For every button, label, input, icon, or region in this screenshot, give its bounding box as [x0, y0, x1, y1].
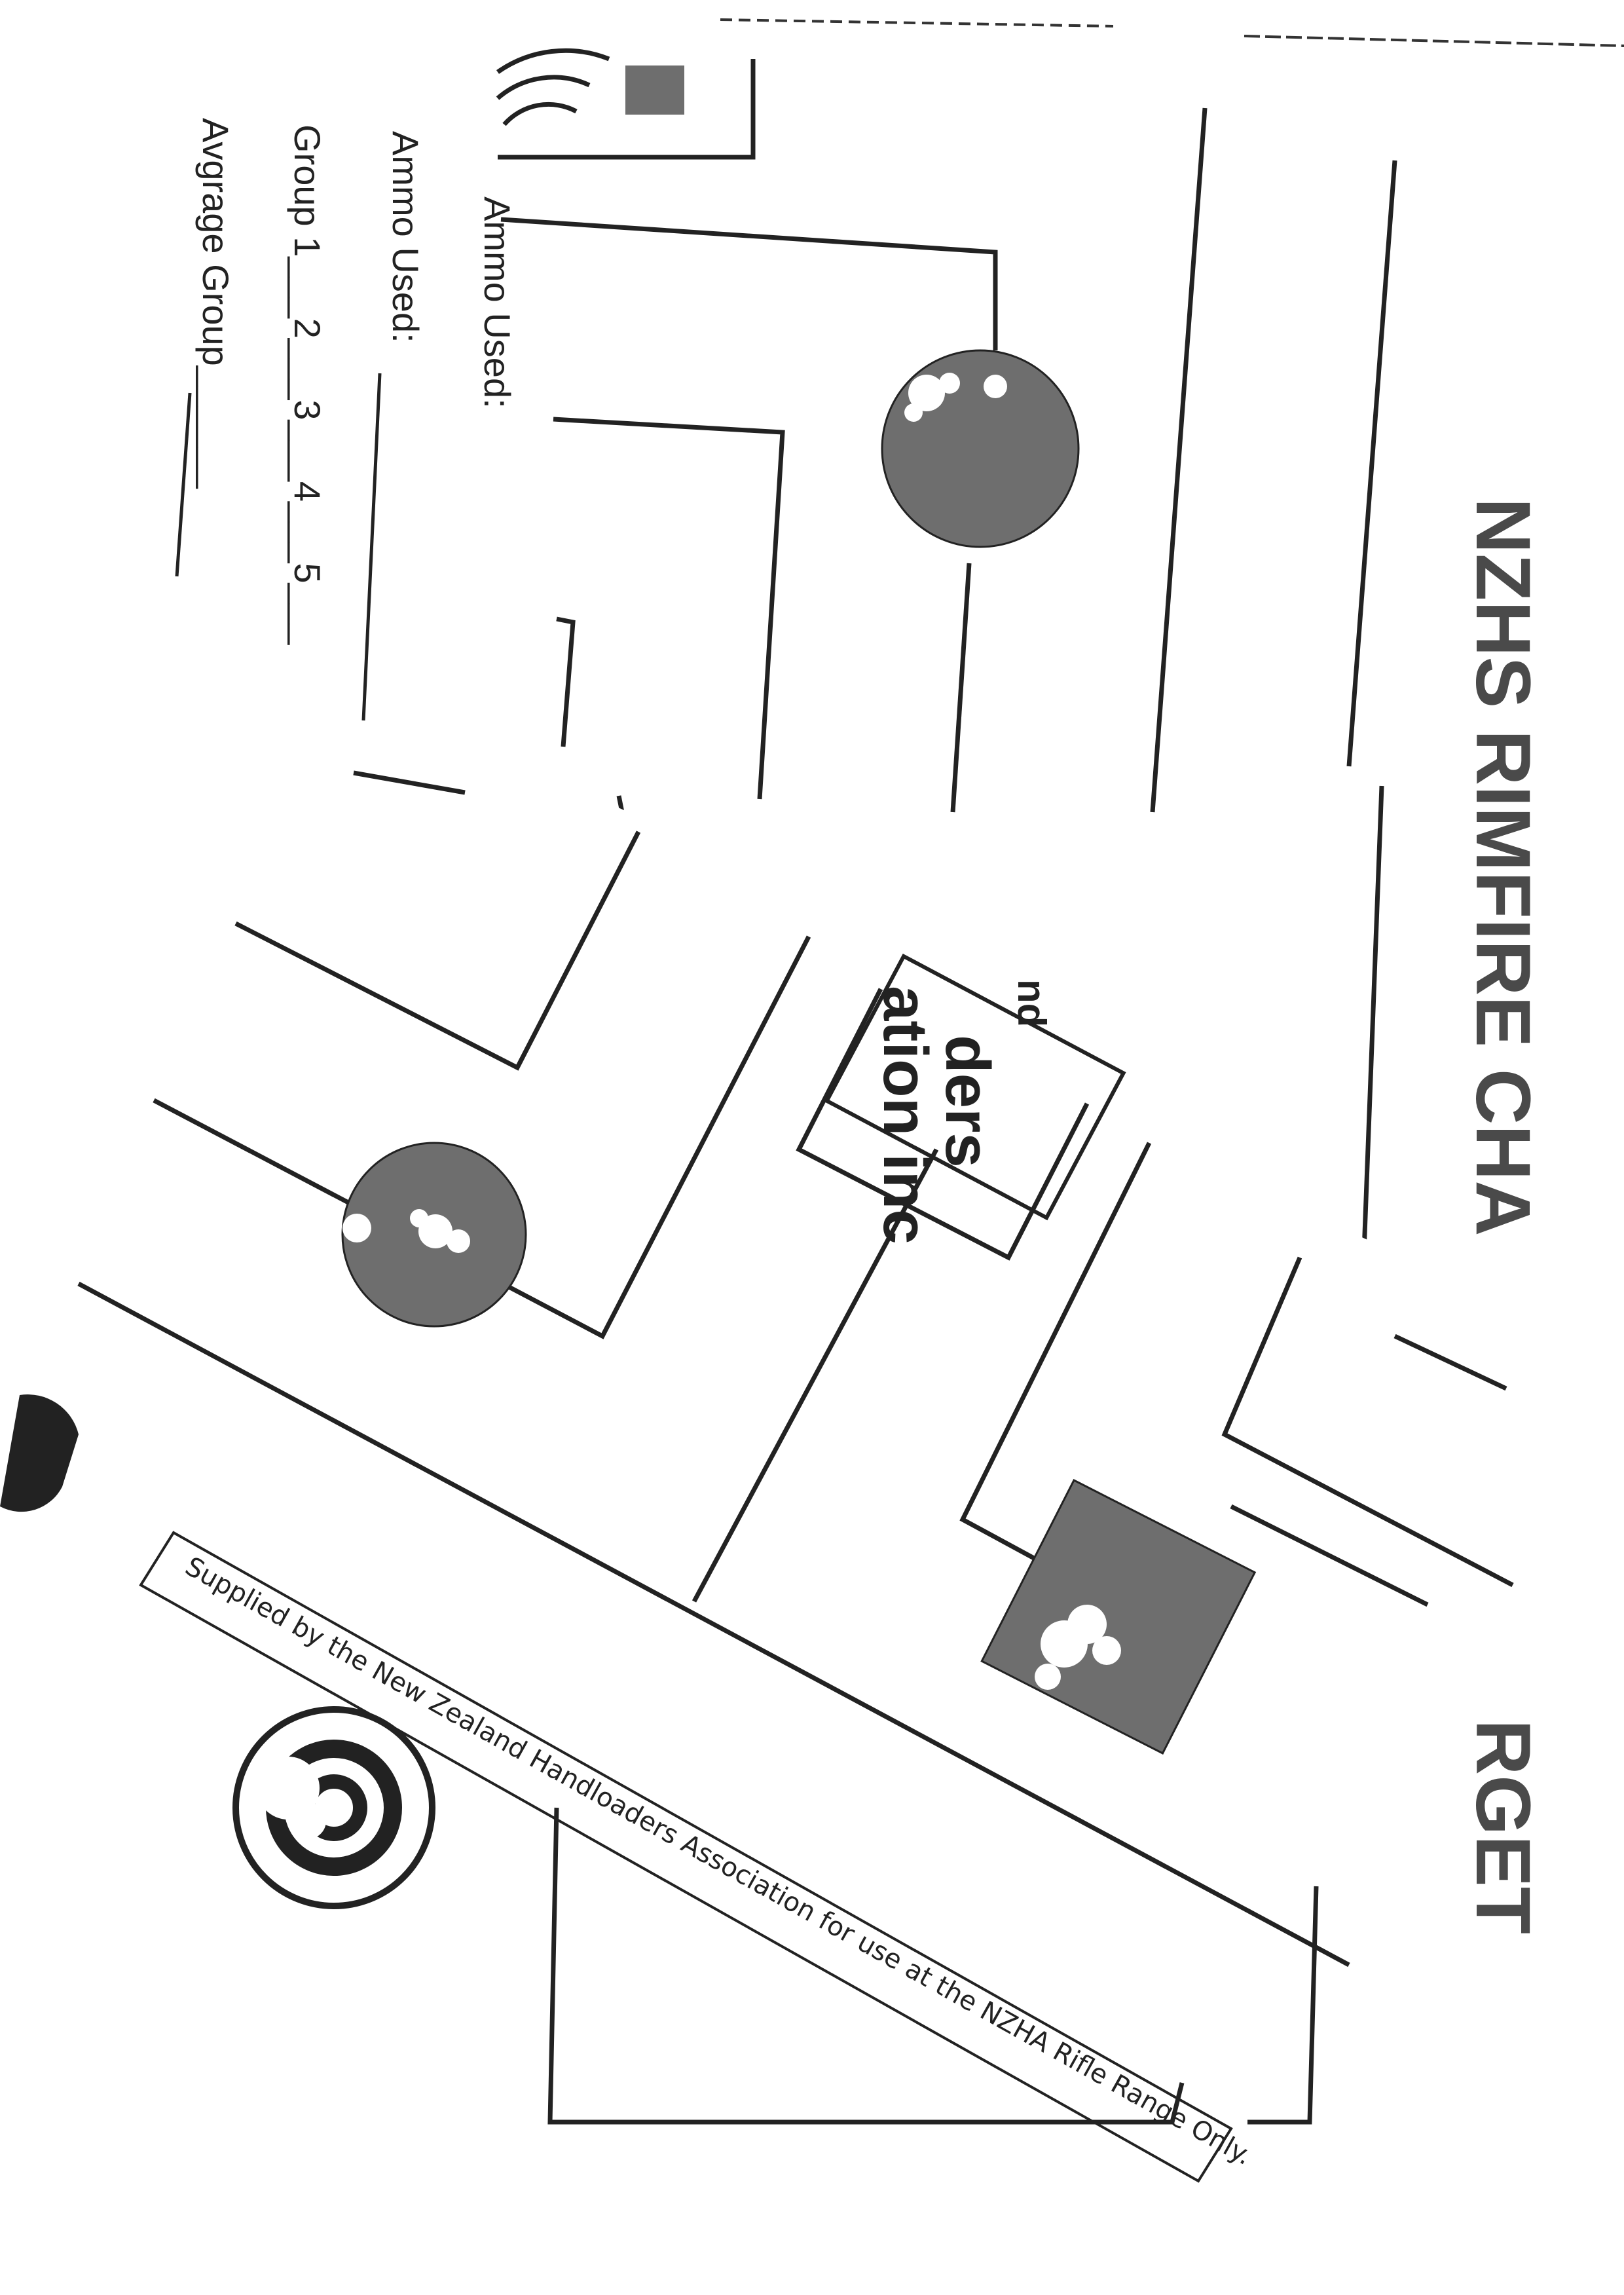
bullet-holes-upper — [904, 373, 1007, 422]
association-name-line2: ders — [932, 1035, 1003, 1168]
group-scores-label: Group 1___2___3___4___5___ — [287, 124, 328, 645]
top-square-marker — [625, 65, 684, 115]
association-name-line3: ation inc — [870, 986, 940, 1244]
bullseye-lower-icon — [232, 1706, 435, 1909]
bullseye-partial-icon — [496, 48, 610, 126]
title-part2: RGET — [1460, 1719, 1546, 1934]
title-part1: NZHS RIMFIRE CHA — [1460, 498, 1546, 1237]
round-target-upper — [881, 349, 1080, 548]
footer-note-box — [139, 1531, 1233, 2183]
ammo-underline — [361, 373, 382, 721]
front-target-sheet: nd ders ation inc RGET Supplied by the N… — [0, 720, 1585, 2183]
left-edge-curve — [0, 1394, 79, 1512]
ammo-used-label: Ammo Used: — [385, 131, 426, 343]
ammo-used-top-label: Ammo Used: — [477, 196, 518, 409]
average-group-label: Avgrage Group______ — [195, 118, 236, 489]
bullet-holes-square — [1035, 1605, 1121, 1690]
association-logo-box — [824, 953, 1126, 1221]
bullet-holes-lower — [322, 1209, 470, 1276]
top-edge-marks — [720, 18, 1624, 47]
score-fields: Ammo Used: Group 1___2___3___4___5___ Av… — [195, 118, 426, 645]
back-target-sheet: NZHS RIMFIRE CHA Ammo Used: — [477, 39, 1546, 1316]
association-name-line1: nd — [1010, 979, 1054, 1027]
avg-underline — [175, 392, 192, 577]
